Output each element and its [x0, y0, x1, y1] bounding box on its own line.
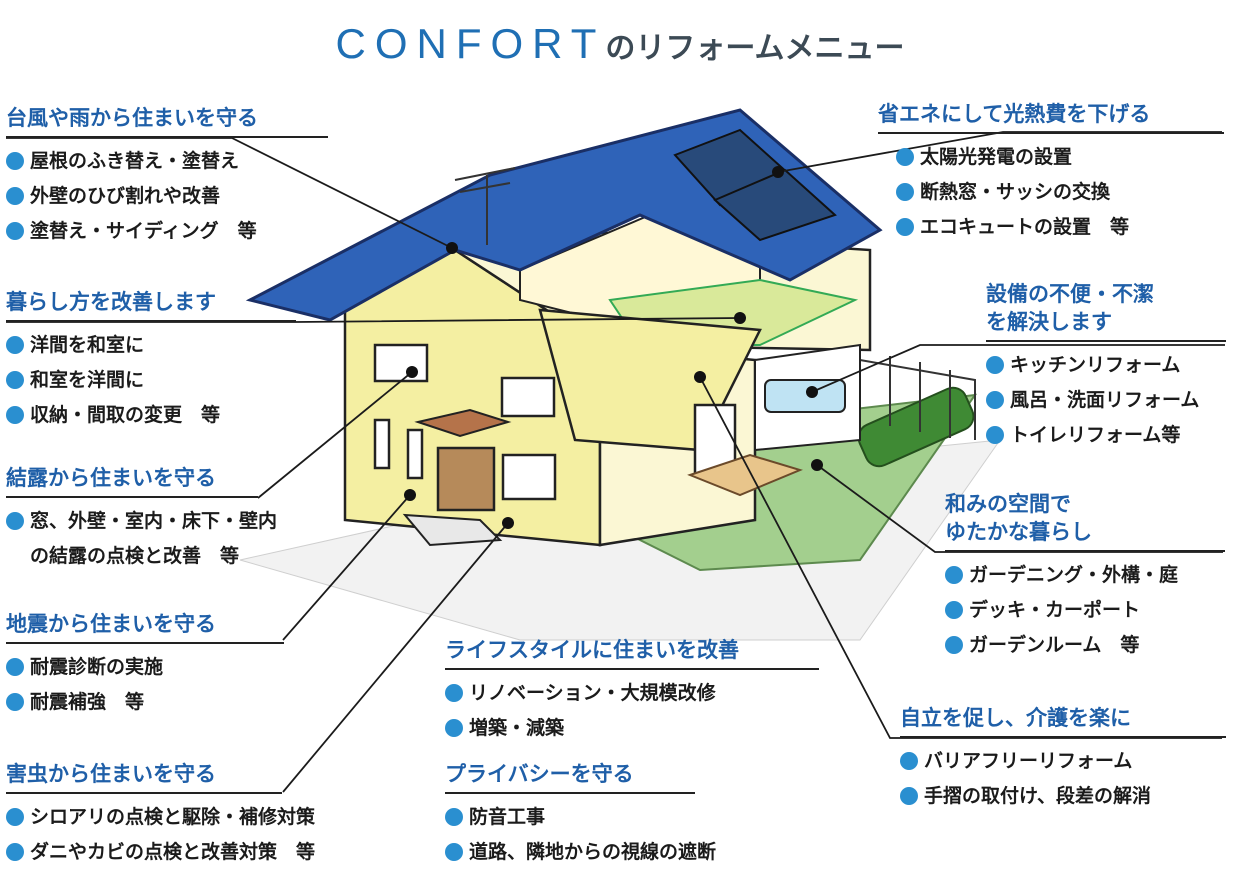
bullet-icon [900, 787, 918, 805]
bullet-icon [945, 601, 963, 619]
section-lifestyle-home: ライフスタイルに住まいを改善 リノベーション・大規模改修 増築・減築 [445, 636, 819, 746]
leader-lines [6, 131, 1225, 793]
section-independence: 自立を促し、介護を楽に バリアフリーリフォーム 手摺の取付け、段差の解消 [900, 704, 1226, 814]
section-privacy: プライバシーを守る 防音工事 道路、隣地からの視線の遮断 [445, 760, 795, 870]
list-item: リノベーション・大規模改修 [445, 676, 819, 711]
bullet-icon [896, 148, 914, 166]
bullet-icon [6, 152, 24, 170]
title-suffix: のリフォームメニュー [605, 31, 905, 66]
list-item: 屋根のふき替え・塗替え [6, 144, 328, 179]
list-item: トイレリフォーム等 [986, 418, 1226, 453]
list-item: キッチンリフォーム [986, 348, 1226, 383]
list-item: シロアリの点検と駆除・補修対策 [6, 800, 406, 835]
bullet-icon [900, 752, 918, 770]
list-item: 外壁のひび割れや改善 [6, 179, 328, 214]
door-canopy [414, 408, 512, 438]
bullet-icon [896, 218, 914, 236]
list-item: 増築・減築 [445, 711, 819, 746]
front-door [436, 446, 496, 512]
wood-deck [687, 453, 803, 497]
section-pests: 害虫から住まいを守る シロアリの点検と駆除・補修対策 ダニやカビの点検と改善対策… [6, 760, 406, 870]
section-heading: ライフスタイルに住まいを改善 [445, 636, 819, 670]
bullet-icon [6, 843, 24, 861]
list-item: 防音工事 [445, 800, 795, 835]
section-heading: プライバシーを守る [445, 760, 695, 794]
list-item: ガーデニング・外構・庭 [945, 558, 1225, 593]
section-heading: ゆたかな暮らし [945, 518, 1225, 552]
list-item: 手摺の取付け、段差の解消 [900, 779, 1226, 814]
page-title: CONFORTのリフォームメニュー [0, 20, 1240, 68]
section-heading: 地震から住まいを守る [6, 610, 284, 644]
bullet-icon [6, 693, 24, 711]
list-item: 耐震診断の実施 [6, 650, 284, 685]
section-heading: 暮らし方を改善します [6, 288, 296, 322]
list-item: ガーデンルーム 等 [945, 628, 1225, 663]
list-item: 和室を洋間に [6, 363, 296, 398]
bullet-icon [986, 356, 1004, 374]
bullet-icon [6, 336, 24, 354]
section-heading: 害虫から住まいを守る [6, 760, 282, 794]
bullet-icon [6, 658, 24, 676]
section-heading: 結露から住まいを守る [6, 464, 258, 498]
section-heading: を解決します [986, 308, 1226, 342]
section-heading: 台風や雨から住まいを守る [6, 104, 328, 138]
section-typhoon: 台風や雨から住まいを守る 屋根のふき替え・塗替え 外壁のひび割れや改善 塗替え・… [6, 104, 328, 249]
hedge [857, 386, 975, 468]
section-heading: 省エネにして光熱費を下げる [878, 100, 1224, 134]
list-item: ダニやカビの点検と改善対策 等 [6, 835, 406, 870]
bullet-icon [445, 684, 463, 702]
bullet-icon [445, 719, 463, 737]
section-relax: 和みの空間で ゆたかな暮らし ガーデニング・外構・庭 デッキ・カーポート ガーデ… [945, 490, 1225, 663]
list-item: 窓、外壁・室内・床下・壁内 [6, 504, 336, 539]
list-item: 風呂・洗面リフォーム [986, 383, 1226, 418]
bullet-icon [6, 808, 24, 826]
section-heading: 和みの空間で [945, 492, 1071, 516]
list-item: 塗替え・サイディング 等 [6, 214, 328, 249]
bullet-icon [6, 371, 24, 389]
list-item: 耐震補強 等 [6, 685, 284, 720]
list-item: の結露の点検と改善 等 [30, 545, 240, 567]
section-heading: 自立を促し、介護を楽に [900, 704, 1226, 738]
brand-name: CONFORT [335, 20, 606, 67]
tv-antenna [454, 167, 516, 245]
section-condensation: 結露から住まいを守る 窓、外壁・室内・床下・壁内 の結露の点検と改善 等 [6, 464, 336, 574]
bullet-icon [986, 426, 1004, 444]
list-item: 洋間を和室に [6, 328, 296, 363]
list-item: バリアフリーリフォーム [900, 744, 1226, 779]
list-item: 収納・間取の変更 等 [6, 398, 296, 433]
solar-panel [713, 168, 837, 242]
section-energy: 省エネにして光熱費を下げる 太陽光発電の設置 断熱窓・サッシの交換 エコキュート… [878, 100, 1224, 245]
bullet-icon [445, 808, 463, 826]
section-lifestyle-improve: 暮らし方を改善します 洋間を和室に 和室を洋間に 収納・間取の変更 等 [6, 288, 296, 433]
entry-steps [402, 513, 503, 547]
bullet-icon [945, 636, 963, 654]
list-item: デッキ・カーポート [945, 593, 1225, 628]
bullet-icon [445, 843, 463, 861]
list-item: 道路、隣地からの視線の遮断 [445, 835, 795, 870]
bullet-icon [6, 187, 24, 205]
bathtub [764, 379, 846, 413]
bullet-icon [6, 406, 24, 424]
bullet-icon [945, 566, 963, 584]
section-heading: 設備の不便・不潔 [986, 282, 1154, 306]
bullet-icon [6, 512, 24, 530]
list-item: 太陽光発電の設置 [878, 140, 1224, 175]
list-item: 断熱窓・サッシの交換 [878, 175, 1224, 210]
bullet-icon [6, 222, 24, 240]
bullet-icon [986, 391, 1004, 409]
section-equipment: 設備の不便・不潔 を解決します キッチンリフォーム 風呂・洗面リフォーム トイレ… [986, 280, 1226, 453]
leader-dots [404, 166, 823, 529]
bullet-icon [896, 183, 914, 201]
section-earthquake: 地震から住まいを守る 耐震診断の実施 耐震補強 等 [6, 610, 284, 720]
list-item: エコキュートの設置 等 [878, 210, 1224, 245]
